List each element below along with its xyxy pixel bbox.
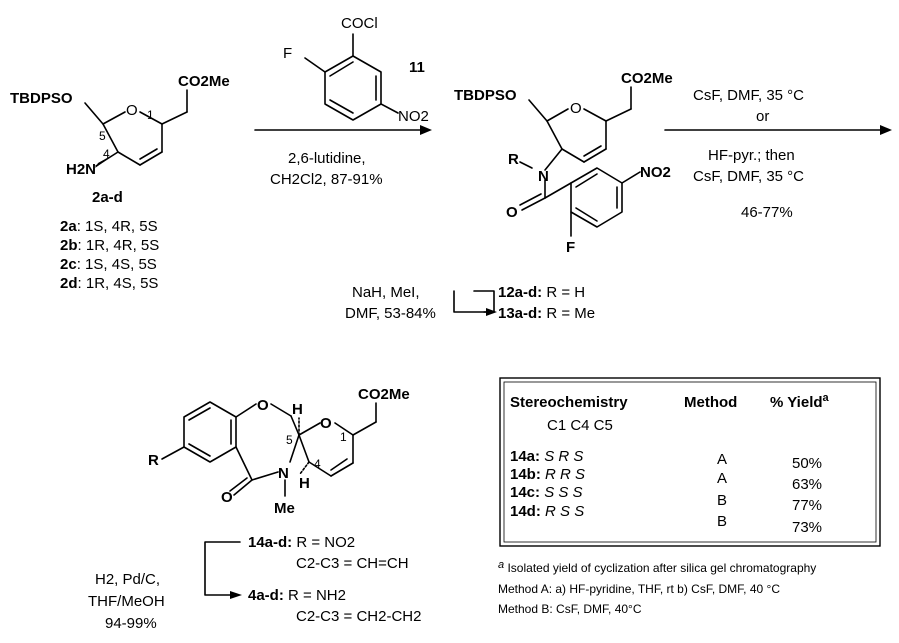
locant-1: 1 xyxy=(147,108,154,122)
tbdpso-label-12: TBDPSO xyxy=(454,87,517,104)
label-4: 4a-d: R = NH2 xyxy=(248,587,346,604)
pyran-oxygen-label: O xyxy=(320,415,332,432)
compound-11-label: 11 xyxy=(409,59,425,76)
yield-14a: 50% xyxy=(792,455,822,472)
locant-4: 4 xyxy=(103,147,110,161)
h5-label: H xyxy=(292,401,303,418)
locant-5: 5 xyxy=(99,129,106,143)
lactam-oxygen-label: O xyxy=(221,489,233,506)
method-14c: B xyxy=(717,492,727,509)
results-table: Stereochemistry Method % Yielda C1 C4 C5… xyxy=(499,377,881,547)
amine-label: H2N xyxy=(66,161,96,178)
table-row-14d: 14d: R S S xyxy=(510,503,584,520)
header-yield: % Yielda xyxy=(770,392,830,411)
n-methyl-label: Me xyxy=(274,500,295,517)
step2-conditions-2: or xyxy=(756,108,769,125)
compound-2-variants: 2a: 1S, 4R, 5S 2b: 1R, 4R, 5S 2c: 1S, 4S… xyxy=(60,218,159,292)
table-row-14b: 14b: R R S xyxy=(510,466,585,483)
reagent-11-structure: COCl F NO2 11 xyxy=(283,15,429,125)
method-14a: A xyxy=(717,451,727,468)
header-method: Method xyxy=(684,394,737,411)
variant-2c: 2c: 1S, 4S, 5S xyxy=(60,256,157,273)
methylation-arrow: NaH, MeI, DMF, 53-84% xyxy=(345,284,497,322)
compound-2-structure: TBDPSO CO2Me O H2N 5 1 4 2a-d xyxy=(10,73,230,206)
header-stereochemistry: Stereochemistry xyxy=(510,394,628,411)
hydrogenation-yield: 94-99% xyxy=(105,615,157,632)
label-4-c2c3: C2-C3 = CH2-CH2 xyxy=(296,608,421,625)
method-14b: A xyxy=(717,470,727,487)
compound-2-label: 2a-d xyxy=(92,189,123,206)
fluoro-label-12: F xyxy=(566,239,575,256)
table-row-14c: 14c: S S S xyxy=(510,484,583,501)
step2-conditions-1: CsF, DMF, 35 °C xyxy=(693,87,804,104)
label-14-c2c3: C2-C3 = CH=CH xyxy=(296,555,409,572)
cocl-label: COCl xyxy=(341,15,378,32)
step1-conditions-2: CH2Cl2, 87-91% xyxy=(270,171,383,188)
co2me-label-14: CO2Me xyxy=(358,386,410,403)
compound-12-structure: TBDPSO CO2Me O R N O NO2 F xyxy=(454,70,673,256)
step1-arrow: 2,6-lutidine, CH2Cl2, 87-91% xyxy=(254,125,432,188)
label-14: 14a-d: R = NO2 xyxy=(248,534,355,551)
compound-14-4-labels: 14a-d: R = NO2 C2-C3 = CH=CH 4a-d: R = N… xyxy=(248,534,421,625)
hydrogenation-conditions-2: THF/MeOH xyxy=(88,593,165,610)
fluoro-label: F xyxy=(283,45,292,62)
r-group-label-14: R xyxy=(148,452,159,469)
step2-yield: 46-77% xyxy=(741,204,793,221)
nitro-label: NO2 xyxy=(398,108,429,125)
compound-14-structure: CO2Me H H O O 1 5 4 R N Me O xyxy=(148,386,410,517)
co2me-label: CO2Me xyxy=(178,73,230,90)
co2me-label-12: CO2Me xyxy=(621,70,673,87)
label-13: 13a-d: R = Me xyxy=(498,305,595,322)
table-row-14a: 14a: S R S xyxy=(510,448,583,465)
footnote-a: a Isolated yield of cyclization after si… xyxy=(498,559,816,575)
yield-14d: 73% xyxy=(792,519,822,536)
compound-12-13-labels: 12a-d: R = H 13a-d: R = Me xyxy=(498,284,595,322)
ring-oxygen-label-12: O xyxy=(570,100,582,117)
method-14d: B xyxy=(717,513,727,530)
yield-14b: 63% xyxy=(792,476,822,493)
hydrogenation-arrow: H2, Pd/C, THF/MeOH 94-99% xyxy=(88,541,242,632)
locant-1-14: 1 xyxy=(340,430,347,444)
yield-14c: 77% xyxy=(792,497,822,514)
step2-arrow: CsF, DMF, 35 °C or HF-pyr.; then CsF, DM… xyxy=(664,87,892,221)
methylation-conditions-1: NaH, MeI, xyxy=(352,284,420,301)
locant-5-14: 5 xyxy=(286,433,293,447)
h4-label: H xyxy=(299,475,310,492)
footnote-method-a: Method A: a) HF-pyridine, THF, rt b) CsF… xyxy=(498,582,780,596)
nitro-label-12: NO2 xyxy=(640,164,671,181)
step2-conditions-4: CsF, DMF, 35 °C xyxy=(693,168,804,185)
methylation-conditions-2: DMF, 53-84% xyxy=(345,305,436,322)
sub-header-carbons: C1 C4 C5 xyxy=(547,417,613,434)
locant-4-14: 4 xyxy=(314,457,321,471)
step1-conditions-1: 2,6-lutidine, xyxy=(288,150,366,167)
label-12: 12a-d: R = H xyxy=(498,284,585,301)
tbdpso-label: TBDPSO xyxy=(10,90,73,107)
variant-2d: 2d: 1R, 4S, 5S xyxy=(60,275,158,292)
step2-conditions-3: HF-pyr.; then xyxy=(708,147,795,164)
variant-2b: 2b: 1R, 4R, 5S xyxy=(60,237,159,254)
footnotes: a Isolated yield of cyclization after si… xyxy=(498,559,816,616)
lactam-nitrogen-label: N xyxy=(278,465,289,482)
amide-oxygen-label: O xyxy=(506,204,518,221)
oxocine-oxygen-label: O xyxy=(257,397,269,414)
hydrogenation-conditions-1: H2, Pd/C, xyxy=(95,571,160,588)
variant-2a: 2a: 1S, 4R, 5S xyxy=(60,218,158,235)
ring-oxygen-label: O xyxy=(126,102,138,119)
r-group-label-12: R xyxy=(508,151,519,168)
amide-nitrogen-label: N xyxy=(538,168,549,185)
footnote-method-b: Method B: CsF, DMF, 40°C xyxy=(498,602,642,616)
